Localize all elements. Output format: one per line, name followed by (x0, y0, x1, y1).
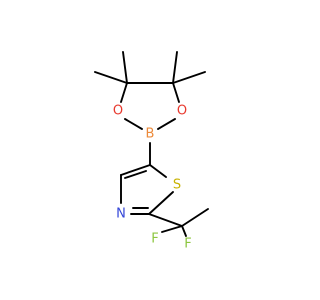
bond-c2-s1 (148, 191, 174, 215)
bond-o-left-c (120, 82, 128, 103)
bond-methyl-left-out (94, 71, 128, 84)
atom-fluorine-left: F (151, 232, 158, 247)
atom-oxygen-right: O (177, 104, 187, 119)
bond-o-right-c (172, 82, 180, 103)
bond-cf2-methyl (181, 208, 209, 227)
bond-methyl-right-up (172, 51, 178, 84)
atom-fluorine-right: F (184, 237, 191, 252)
atom-sulfur: S (173, 178, 181, 193)
atom-nitrogen: N (116, 207, 126, 222)
bond-methyl-left-up (122, 51, 128, 84)
structure-diagram: B O O S N F F (94, 51, 209, 252)
atom-oxygen-left: O (113, 104, 123, 119)
bonds (94, 51, 209, 237)
bond-c5-c4-inner (124, 170, 147, 179)
bond-c5-c4 (120, 164, 151, 176)
bond-methyl-right-out (172, 71, 206, 84)
bond-c2-cf2 (148, 213, 183, 227)
bond-b-o-left (124, 118, 143, 130)
bond-cf2-f-left (161, 225, 183, 233)
atom-boron: B (146, 127, 155, 142)
atom-labels: B O O S N F F (113, 104, 192, 252)
bond-s1-c5 (149, 164, 167, 178)
bond-cf2-f-right (181, 225, 187, 237)
bond-b-o-right (157, 118, 176, 130)
